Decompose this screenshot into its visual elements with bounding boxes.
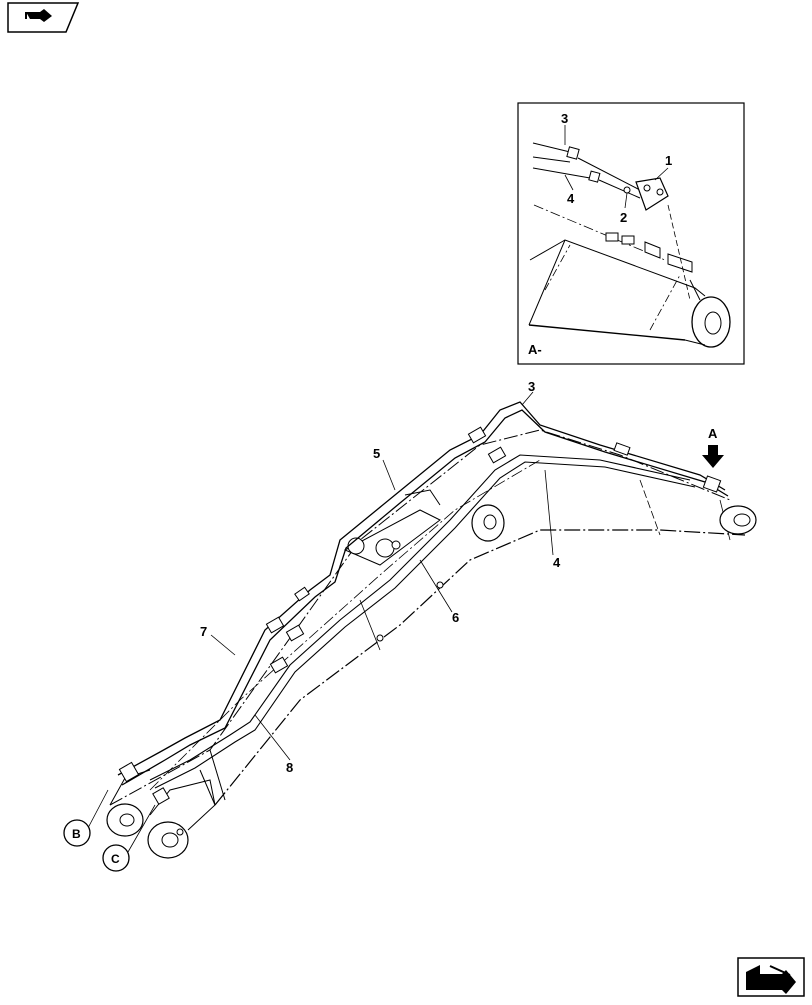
callout-leaders (87, 391, 554, 853)
callout-4: 4 (553, 555, 561, 570)
callout-8: 8 (286, 760, 293, 775)
ref-circle-c: C (102, 844, 130, 872)
view-arrow-label: A (708, 426, 718, 441)
inset-label: A- (528, 342, 542, 357)
inset-detail-a: 3 4 1 2 A- (517, 102, 745, 365)
inset-callout-3: 3 (561, 111, 568, 126)
back-nav-icon[interactable] (7, 2, 80, 33)
boom-assembly (106, 429, 757, 859)
inset-callout-4: 4 (567, 191, 575, 206)
ref-circle-c-label: C (111, 852, 120, 866)
callout-6: 6 (452, 610, 459, 625)
inset-callout-1: 1 (665, 153, 672, 168)
callout-5: 5 (373, 446, 380, 461)
forward-nav-icon[interactable] (737, 957, 805, 997)
hydraulic-lines (117, 401, 729, 805)
ref-circle-b: B (63, 819, 91, 847)
view-arrow-a: A (702, 426, 724, 468)
callout-3: 3 (528, 379, 535, 394)
inset-callout-2: 2 (620, 210, 627, 225)
ref-circle-b-label: B (72, 827, 81, 841)
callout-7: 7 (200, 624, 207, 639)
